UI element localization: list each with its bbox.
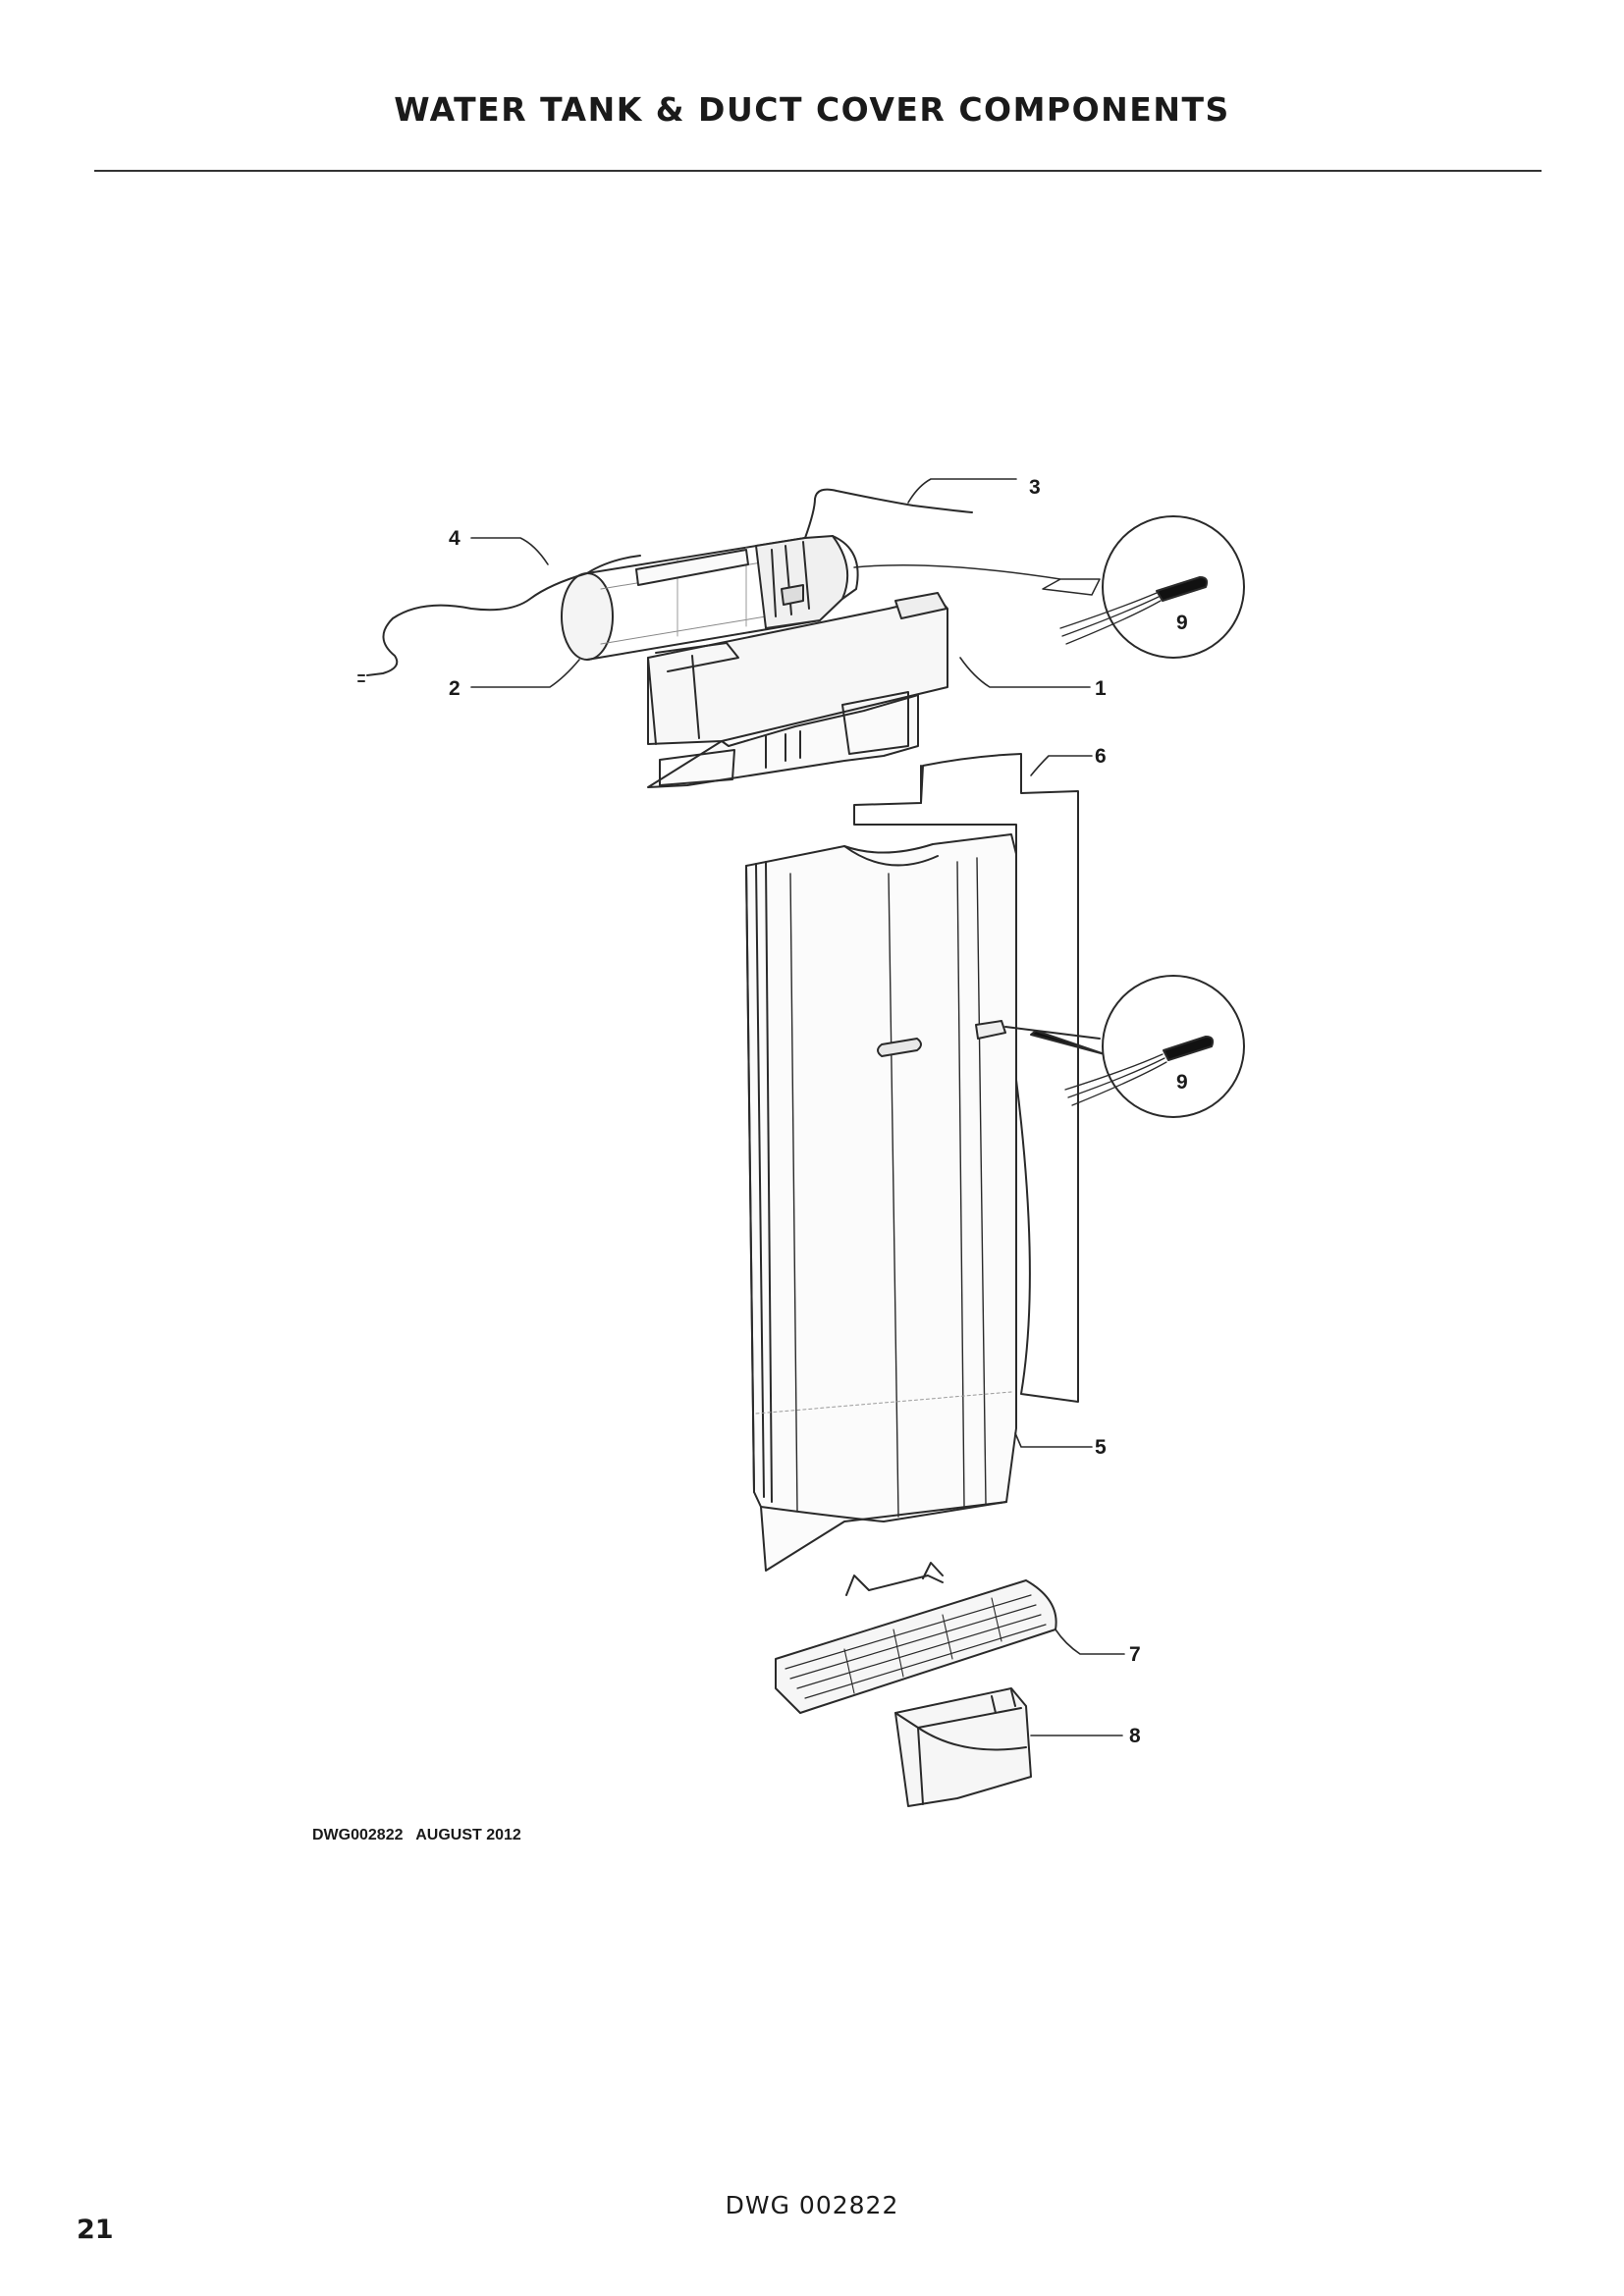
sensor-wire-part [357,488,973,682]
grille-part [775,1562,1057,1714]
sensor-detail-lower [1064,975,1245,1118]
callout-3: 3 [1029,476,1041,499]
duct-cover-panel-part [745,833,1106,1572]
callout-4: 4 [449,527,460,550]
water-tank-part [561,535,859,661]
title-divider [94,170,1542,172]
leader-4 [470,537,549,565]
duct-bracket-part [647,592,948,788]
page-number: 21 [77,2215,114,2245]
drawing-stamp: DWG002822 AUGUST 2012 [312,1827,521,1843]
leader-3 [907,478,1017,504]
callout-6: 6 [1095,745,1107,768]
callout-9-lower: 9 [1176,1071,1188,1094]
leader-6 [1030,755,1093,776]
leader-1 [959,657,1091,688]
footer-drawing-number: DWG 002822 [725,2191,899,2219]
leader-5 [1014,1432,1093,1448]
callout-2: 2 [449,677,460,700]
leader-2 [470,659,580,688]
end-cap-part [894,1687,1032,1807]
insulation-sheet-part [853,753,1079,1403]
callout-7: 7 [1129,1643,1141,1666]
sensor-detail-upper [1059,515,1245,659]
leader-lines [470,478,1125,1736]
page-title: WATER TANK & DUCT COVER COMPONENTS [394,90,1230,129]
callout-5: 5 [1095,1436,1107,1459]
callout-9-upper: 9 [1176,612,1188,634]
callout-8: 8 [1129,1725,1141,1747]
callout-1: 1 [1095,677,1107,700]
leader-7 [1055,1629,1125,1655]
